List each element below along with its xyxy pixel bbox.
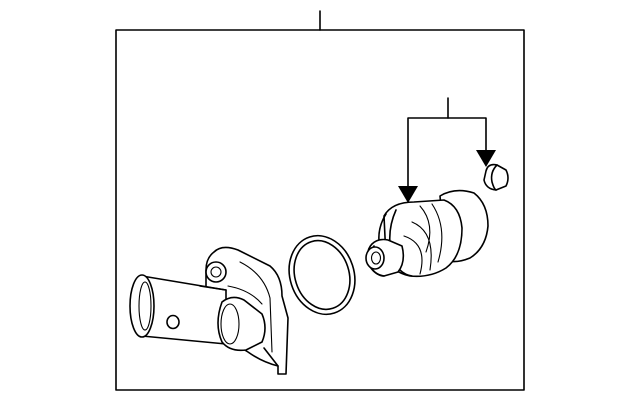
cap-part: [483, 163, 509, 191]
arrow-cap: [476, 150, 496, 167]
thermostat-part: [365, 189, 489, 278]
callout-bracket: [407, 97, 487, 187]
arrow-thermostat: [398, 186, 418, 203]
gasket-part: [288, 234, 356, 316]
housing-part: [129, 246, 289, 375]
